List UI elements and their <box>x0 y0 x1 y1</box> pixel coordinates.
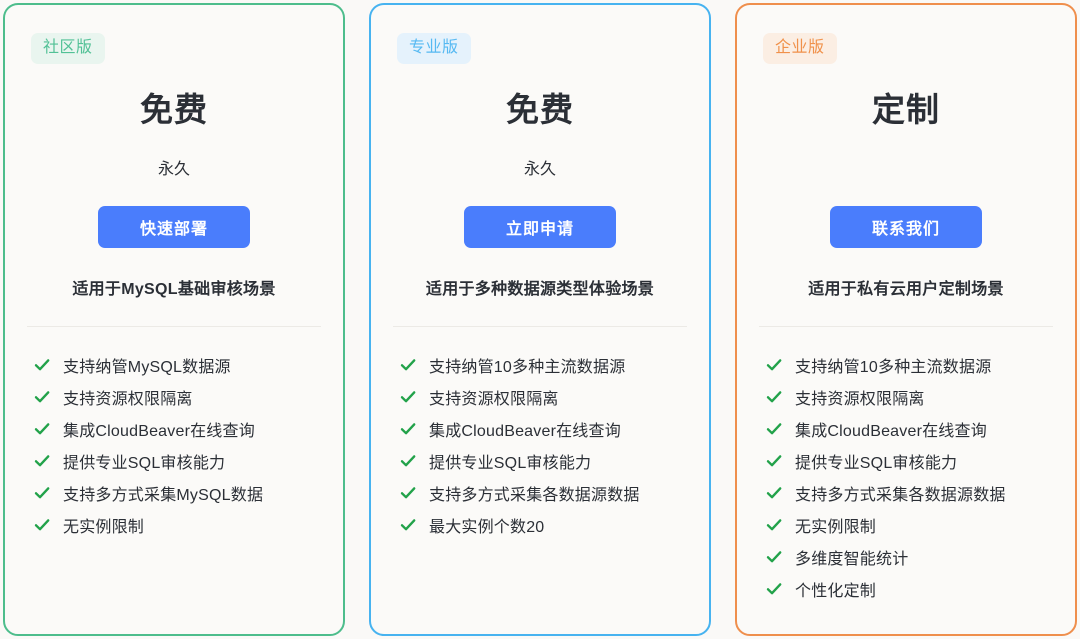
check-icon <box>766 581 782 597</box>
plan-price-professional: 免费 <box>506 91 574 128</box>
check-icon <box>34 517 50 533</box>
feature-label: 支持资源权限隔离 <box>63 390 193 408</box>
feature-label: 提供专业SQL审核能力 <box>429 454 592 472</box>
plan-badge-enterprise: 企业版 <box>763 33 837 64</box>
feature-label: 集成CloudBeaver在线查询 <box>429 422 621 440</box>
feature-label: 多维度智能统计 <box>795 550 909 568</box>
check-icon <box>766 421 782 437</box>
plan-card-community[interactable]: 社区版 免费 永久 快速部署 适用于MySQL基础审核场景 支持纳管MySQL数… <box>3 3 345 636</box>
feature-item: 支持纳管10多种主流数据源 <box>766 349 1075 381</box>
plan-cta-button-professional[interactable]: 立即申请 <box>464 205 616 248</box>
feature-item: 最大实例个数20 <box>400 509 709 541</box>
feature-item: 支持纳管10多种主流数据源 <box>400 349 709 381</box>
plan-divider-community <box>27 325 321 327</box>
check-icon <box>766 357 782 373</box>
check-icon <box>400 517 416 533</box>
feature-label: 集成CloudBeaver在线查询 <box>795 422 987 440</box>
plan-card-enterprise[interactable]: 企业版 定制 联系我们 适用于私有云用户定制场景 支持纳管10多种主流数据源 支… <box>735 3 1077 636</box>
plan-scenario-community: 适用于MySQL基础审核场景 <box>72 280 276 298</box>
feature-item: 支持多方式采集MySQL数据 <box>34 477 343 509</box>
feature-item: 提供专业SQL审核能力 <box>400 445 709 477</box>
feature-label: 集成CloudBeaver在线查询 <box>63 422 255 440</box>
check-icon <box>766 517 782 533</box>
plan-divider-enterprise <box>759 325 1053 327</box>
feature-label: 无实例限制 <box>63 518 145 536</box>
check-icon <box>34 453 50 469</box>
plan-cta-wrap-professional: 立即申请 <box>371 205 709 248</box>
check-icon <box>766 549 782 565</box>
check-icon <box>766 453 782 469</box>
check-icon <box>34 421 50 437</box>
plan-feature-list-enterprise: 支持纳管10多种主流数据源 支持资源权限隔离 集成CloudBeaver在线查询… <box>737 349 1075 605</box>
feature-label: 支持多方式采集各数据源数据 <box>795 486 1006 504</box>
plan-cta-wrap-community: 快速部署 <box>5 205 343 248</box>
feature-label: 支持纳管10多种主流数据源 <box>429 358 626 376</box>
plan-period-community: 永久 <box>157 160 190 178</box>
feature-label: 提供专业SQL审核能力 <box>63 454 226 472</box>
check-icon <box>34 389 50 405</box>
feature-label: 支持纳管MySQL数据源 <box>63 358 231 376</box>
plan-scenario-professional: 适用于多种数据源类型体验场景 <box>425 280 655 298</box>
plan-price-community: 免费 <box>140 91 208 128</box>
check-icon <box>400 485 416 501</box>
plan-period-professional: 永久 <box>523 160 556 178</box>
check-icon <box>400 357 416 373</box>
check-icon <box>400 389 416 405</box>
plan-badge-community: 社区版 <box>31 33 105 64</box>
plan-card-professional[interactable]: 专业版 免费 永久 立即申请 适用于多种数据源类型体验场景 支持纳管10多种主流… <box>369 3 711 636</box>
plan-feature-list-community: 支持纳管MySQL数据源 支持资源权限隔离 集成CloudBeaver在线查询 … <box>5 349 343 541</box>
feature-item: 提供专业SQL审核能力 <box>34 445 343 477</box>
feature-item: 支持多方式采集各数据源数据 <box>766 477 1075 509</box>
feature-item: 无实例限制 <box>34 509 343 541</box>
feature-item: 支持资源权限隔离 <box>400 381 709 413</box>
feature-label: 个性化定制 <box>795 582 877 600</box>
feature-item: 支持纳管MySQL数据源 <box>34 349 343 381</box>
feature-label: 支持多方式采集MySQL数据 <box>63 486 264 504</box>
feature-item: 个性化定制 <box>766 573 1075 605</box>
feature-label: 支持资源权限隔离 <box>795 390 925 408</box>
feature-item: 支持多方式采集各数据源数据 <box>400 477 709 509</box>
feature-label: 支持多方式采集各数据源数据 <box>429 486 640 504</box>
feature-label: 无实例限制 <box>795 518 877 536</box>
plan-feature-list-professional: 支持纳管10多种主流数据源 支持资源权限隔离 集成CloudBeaver在线查询… <box>371 349 709 541</box>
check-icon <box>34 485 50 501</box>
plan-cta-button-enterprise[interactable]: 联系我们 <box>830 205 982 248</box>
feature-label: 最大实例个数20 <box>429 518 545 536</box>
check-icon <box>400 421 416 437</box>
plan-divider-professional <box>393 325 687 327</box>
feature-item: 无实例限制 <box>766 509 1075 541</box>
plan-cta-wrap-enterprise: 联系我们 <box>737 205 1075 248</box>
feature-label: 支持纳管10多种主流数据源 <box>795 358 992 376</box>
feature-item: 支持资源权限隔离 <box>34 381 343 413</box>
feature-item: 集成CloudBeaver在线查询 <box>400 413 709 445</box>
plan-period-enterprise <box>737 160 1075 180</box>
check-icon <box>400 453 416 469</box>
feature-item: 集成CloudBeaver在线查询 <box>34 413 343 445</box>
feature-item: 集成CloudBeaver在线查询 <box>766 413 1075 445</box>
feature-item: 提供专业SQL审核能力 <box>766 445 1075 477</box>
plan-scenario-enterprise: 适用于私有云用户定制场景 <box>808 280 1004 298</box>
plan-badge-professional: 专业版 <box>397 33 471 64</box>
check-icon <box>766 389 782 405</box>
check-icon <box>766 485 782 501</box>
feature-item: 多维度智能统计 <box>766 541 1075 573</box>
check-icon <box>34 357 50 373</box>
feature-label: 提供专业SQL审核能力 <box>795 454 958 472</box>
plan-cta-button-community[interactable]: 快速部署 <box>98 205 250 248</box>
feature-label: 支持资源权限隔离 <box>429 390 559 408</box>
feature-item: 支持资源权限隔离 <box>766 381 1075 413</box>
plan-price-enterprise: 定制 <box>872 91 940 128</box>
